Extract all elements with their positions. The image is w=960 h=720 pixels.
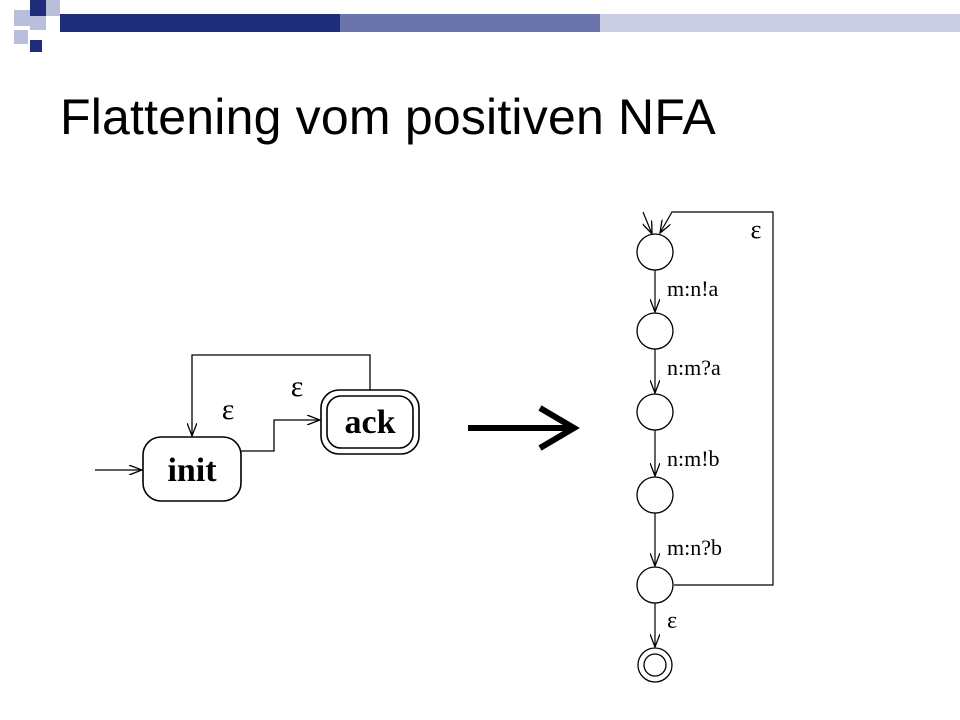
chain-edge-2-label: n:m?a	[667, 355, 721, 380]
chain-state-1	[636, 233, 674, 271]
deco-square	[30, 0, 46, 16]
deco-square	[30, 16, 46, 30]
deco-square	[46, 0, 60, 16]
edge-init-ack-label: ε	[291, 370, 304, 403]
state-init-label: init	[167, 452, 217, 489]
edge-init-ack	[241, 420, 320, 452]
chain-edge-3-label: n:m!b	[667, 446, 720, 471]
state-ack-label: ack	[345, 404, 396, 441]
chain-loop-edge	[660, 211, 774, 586]
edge-ack-init-label: ε	[222, 393, 235, 426]
transform-arrow	[468, 405, 580, 451]
deco-square	[14, 30, 28, 44]
state-ack-inner	[326, 395, 414, 449]
state-init	[142, 436, 242, 502]
edge-ack-init	[192, 354, 371, 436]
slide-title: Flattening vom positiven NFA	[60, 89, 716, 145]
chain-state-final-outer	[637, 647, 673, 683]
header-decoration	[14, 0, 960, 52]
right-automaton: ε m:n!a n:m?a n:m!b m:n?b ε	[636, 211, 774, 683]
deco-bar-mid	[340, 14, 600, 32]
left-automaton: init ack ε ε	[95, 354, 420, 502]
chain-state-3	[636, 393, 674, 431]
chain-edge-5-label: ε	[667, 608, 677, 634]
deco-bar-light	[600, 14, 960, 32]
deco-square	[30, 40, 42, 52]
chain-start-arrow	[642, 211, 652, 234]
chain-state-4	[636, 476, 674, 514]
chain-state-final-inner	[643, 653, 667, 677]
chain-edge-1-label: m:n!a	[667, 276, 719, 301]
chain-edge-4-label: m:n?b	[667, 535, 722, 560]
deco-bar-dark	[60, 14, 340, 32]
deco-square	[14, 10, 30, 26]
chain-state-2	[636, 312, 674, 350]
chain-state-5	[636, 566, 674, 604]
chain-loop-label: ε	[751, 215, 762, 244]
